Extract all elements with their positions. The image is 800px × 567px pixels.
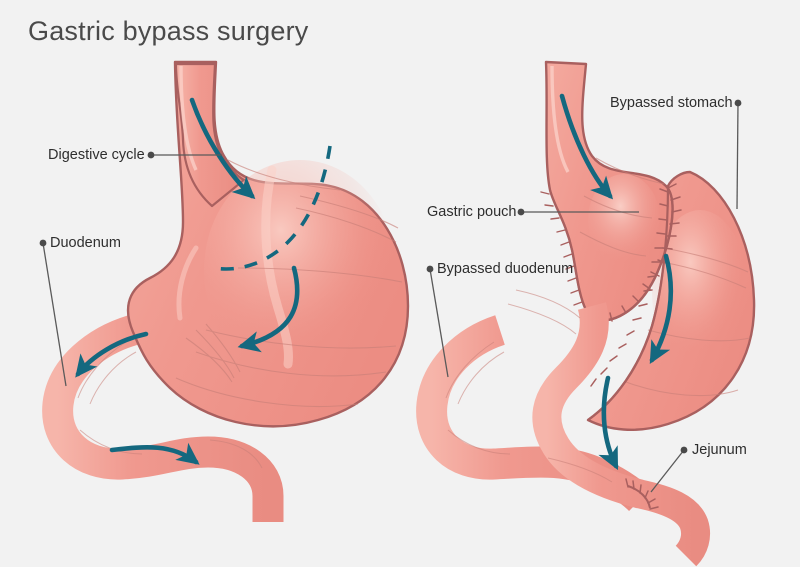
duodenum-texture-lines <box>77 341 263 469</box>
leader-bypassed-stomach <box>734 99 742 210</box>
right-roux-limb-arrow <box>598 375 619 471</box>
planned-division-dashed-line <box>213 145 332 271</box>
normal-stomach-figure <box>42 60 410 522</box>
remnant-stomach-staple-line <box>587 185 670 421</box>
duodenal-stump-staple-cap <box>625 478 659 510</box>
left-antrum-arrow <box>237 265 300 353</box>
left-jejunum-arrow <box>109 442 200 465</box>
duodenum-tube <box>42 315 284 522</box>
stomach-texture-lines <box>175 159 403 408</box>
label-digestive-cycle: Digestive cycle <box>48 147 145 163</box>
bypassed-stomach-figure <box>416 60 756 567</box>
bypass-duodenum-texture-lines <box>445 289 613 483</box>
label-duodenum: Duodenum <box>50 235 121 251</box>
leader-digestive-cycle <box>147 151 222 159</box>
stomach-inner-curve-highlight <box>176 245 199 321</box>
page-title: Gastric bypass surgery <box>28 16 309 46</box>
label-leaders <box>39 99 742 493</box>
label-gastric-pouch: Gastric pouch <box>427 204 517 220</box>
leader-jejunum <box>650 446 688 493</box>
label-bypassed-stomach: Bypassed stomach <box>610 95 733 111</box>
leader-gastric-pouch <box>517 208 639 216</box>
right-esophagus-arrow <box>559 93 614 200</box>
pouch-lesser-curve-staple-line <box>540 189 587 311</box>
label-jejunum: Jejunum <box>692 442 747 458</box>
roux-limb <box>532 302 711 567</box>
label-bypassed-duodenum: Bypassed duodenum <box>437 261 574 277</box>
leader-bypassed-duodenum <box>426 265 449 378</box>
left-duodenum-arrow <box>75 331 149 378</box>
leader-duodenum <box>39 239 67 387</box>
stomach-highlight-streak <box>261 165 293 369</box>
right-pouch-outflow-arrow <box>649 253 674 364</box>
